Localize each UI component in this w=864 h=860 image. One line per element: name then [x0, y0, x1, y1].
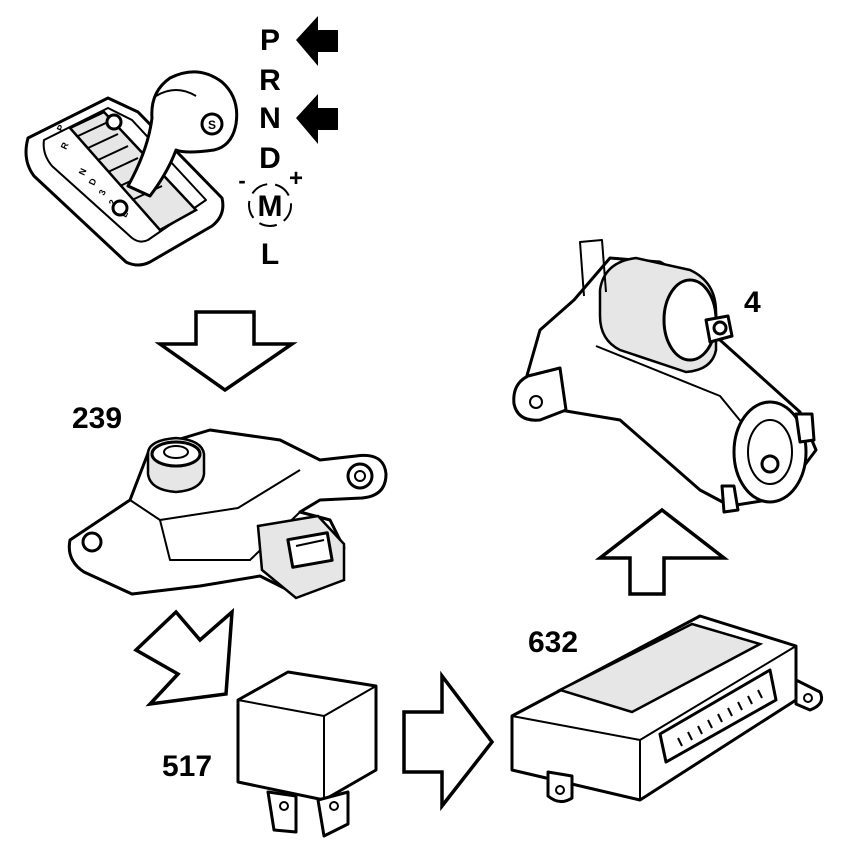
selector-window-letter: 2 [107, 198, 118, 207]
selector-window-letter: N [77, 167, 89, 177]
starter-motor-illustration [512, 239, 818, 514]
shifter-knob-letter: S [208, 118, 216, 132]
flow-arrow-right-icon [402, 670, 495, 812]
starter-motor-label: 4 [744, 286, 761, 319]
control-module-label: 632 [528, 626, 578, 659]
selector-window-letter: 3 [97, 188, 108, 197]
neutral-start-arrow-icon [296, 94, 338, 144]
manual-mode-ring [248, 183, 292, 227]
gear-label-r: R [259, 64, 281, 97]
gear-label-p: P [260, 24, 280, 57]
flow-arrow-up-icon [594, 507, 730, 596]
manual-minus-label: - [238, 168, 245, 193]
selector-switch-label: 239 [72, 402, 122, 435]
selector-window-letter: P [55, 123, 67, 133]
park-start-arrow-icon [296, 16, 338, 66]
selector-window-letter: L [119, 209, 131, 219]
gear-label-m: M [258, 190, 283, 223]
manual-plus-label: + [289, 165, 303, 192]
gear-label-d: D [259, 142, 281, 175]
relay-illustration [236, 670, 378, 838]
selector-window-letter: R [59, 140, 71, 151]
gear-position-legend: P R N D M L - + [238, 16, 338, 271]
selector-window-letter: D [87, 176, 99, 187]
gear-label-n: N [259, 102, 281, 135]
flow-arrow-diagonal-icon [133, 607, 235, 707]
control-module-illustration [510, 614, 824, 803]
relay-label: 517 [162, 750, 212, 783]
gear-label-l: L [261, 238, 279, 271]
selector-switch-illustration [67, 428, 388, 600]
flow-arrow-down-icon [154, 310, 298, 393]
